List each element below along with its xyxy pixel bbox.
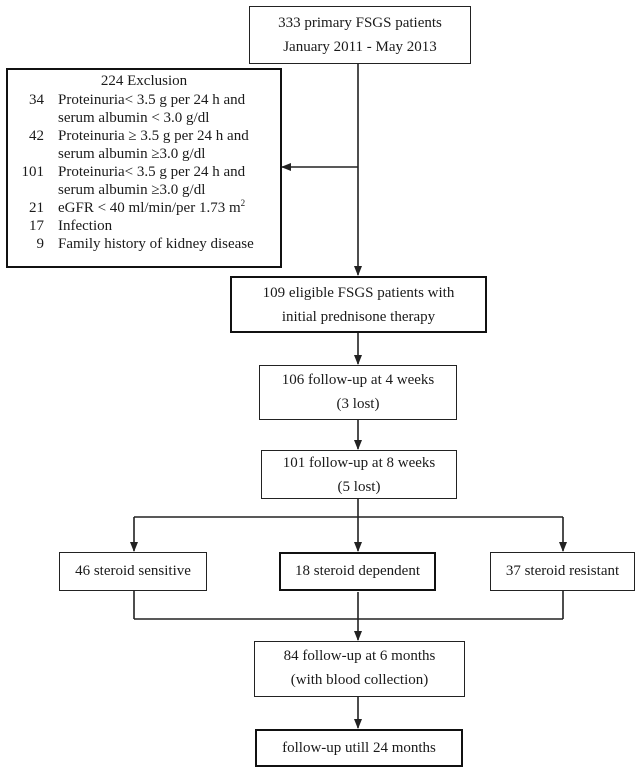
eligible-line2: initial prednisone therapy <box>281 309 436 325</box>
steroid-resistant-box: 37 steroid resistant <box>490 552 635 591</box>
exclusion-item-cont: serum albumin ≥3.0 g/dl <box>58 182 206 198</box>
exclusion-item: 42 Proteinuria ≥ 3.5 g per 24 h and <box>29 128 249 144</box>
week8-line1: 101 follow-up at 8 weeks <box>282 455 436 471</box>
sensitive-label: 46 steroid sensitive <box>75 563 191 579</box>
exclusion-item: 17 Infection <box>29 218 113 234</box>
start-line2: January 2011 - May 2013 <box>283 39 437 55</box>
final-label: follow-up utill 24 months <box>282 740 436 756</box>
start-line1: 333 primary FSGS patients <box>278 15 442 31</box>
exclusion-item-cont: serum albumin < 3.0 g/dl <box>58 110 210 126</box>
week4-line1: 106 follow-up at 4 weeks <box>281 372 435 388</box>
week8-line2: (5 lost) <box>337 479 381 495</box>
exclusion-item-cont: serum albumin ≥3.0 g/dl <box>58 146 206 162</box>
month6-line2: (with blood collection) <box>290 672 429 688</box>
exclusion-item: 34 Proteinuria< 3.5 g per 24 h and <box>29 92 246 108</box>
start-box: 333 primary FSGS patients January 2011 -… <box>249 6 471 64</box>
exclusion-box: 224 Exclusion 34 Proteinuria< 3.5 g per … <box>6 68 282 268</box>
exclusion-item: 21 eGFR < 40 ml/min/per 1.73 m2 <box>29 198 246 217</box>
resistant-label: 37 steroid resistant <box>505 563 620 579</box>
week4-box: 106 follow-up at 4 weeks (3 lost) <box>259 365 457 420</box>
steroid-sensitive-box: 46 steroid sensitive <box>59 552 207 591</box>
month6-line1: 84 follow-up at 6 months <box>283 648 436 664</box>
exclusion-item: 101 Proteinuria< 3.5 g per 24 h and <box>21 164 246 180</box>
exclusion-title: 224 Exclusion <box>100 73 188 89</box>
final-box: follow-up utill 24 months <box>255 729 463 767</box>
exclusion-item: 9 Family history of kidney disease <box>36 236 254 252</box>
superscript: 2 <box>240 198 246 208</box>
week4-line2: (3 lost) <box>336 396 380 412</box>
month6-box: 84 follow-up at 6 months (with blood col… <box>254 641 465 697</box>
dependent-label: 18 steroid dependent <box>295 563 420 579</box>
eligible-box: 109 eligible FSGS patients with initial … <box>230 276 487 333</box>
steroid-dependent-box: 18 steroid dependent <box>279 552 436 591</box>
eligible-line1: 109 eligible FSGS patients with <box>262 285 455 301</box>
week8-box: 101 follow-up at 8 weeks (5 lost) <box>261 450 457 499</box>
